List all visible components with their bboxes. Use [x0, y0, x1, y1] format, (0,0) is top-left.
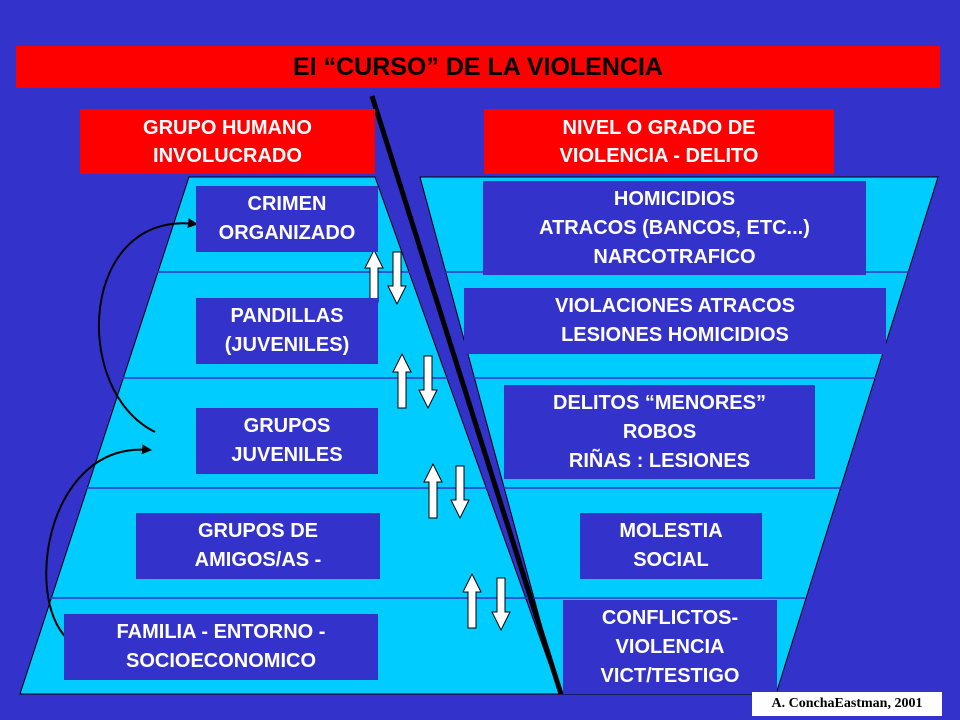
updown-arrows-4	[462, 572, 511, 632]
curved-arrow-lower	[45, 444, 152, 647]
group-box-gangs: PANDILLAS (JUVENILES)	[196, 298, 378, 364]
down-arrow	[387, 251, 407, 306]
down-arrow	[491, 577, 511, 632]
group-box-friends: GRUPOS DE AMIGOS/AS -	[136, 513, 380, 579]
updown-arrows-1	[364, 248, 407, 306]
violence-box-nuisance: MOLESTIA SOCIAL	[580, 513, 762, 579]
curved-arrow-upper	[97, 218, 198, 433]
diagonal-separator	[369, 95, 564, 695]
group-box-youth-groups: GRUPOS JUVENILES	[196, 408, 378, 474]
diagram-title: El “CURSO” DE LA VIOLENCIA	[16, 46, 940, 88]
violence-box-rapes: VIOLACIONES ATRACOS LESIONES HOMICIDIOS	[464, 288, 886, 354]
group-box-family: FAMILIA - ENTORNO - SOCIOECONOMICO	[64, 614, 378, 680]
up-arrow	[364, 248, 384, 303]
violence-box-minor-crimes: DELITOS “MENORES” ROBOS RIÑAS : LESIONES	[504, 385, 815, 479]
up-arrow	[462, 572, 482, 629]
header-left: GRUPO HUMANO INVOLUCRADO	[80, 109, 375, 174]
up-arrow	[423, 462, 443, 519]
updown-arrows-2	[392, 352, 438, 410]
header-right: NIVEL O GRADO DE VIOLENCIA - DELITO	[484, 109, 834, 174]
updown-arrows-3	[423, 462, 470, 520]
violence-box-homicides: HOMICIDIOS ATRACOS (BANCOS, ETC...) NARC…	[483, 181, 866, 275]
down-arrow	[450, 465, 470, 520]
up-arrow	[392, 352, 412, 409]
group-box-organized-crime: CRIMEN ORGANIZADO	[196, 186, 378, 252]
author-credit: A. ConchaEastman, 2001	[752, 692, 942, 716]
down-arrow	[418, 355, 438, 410]
violence-box-conflicts: CONFLICTOS- VIOLENCIA VICT/TESTIGO	[563, 600, 777, 694]
